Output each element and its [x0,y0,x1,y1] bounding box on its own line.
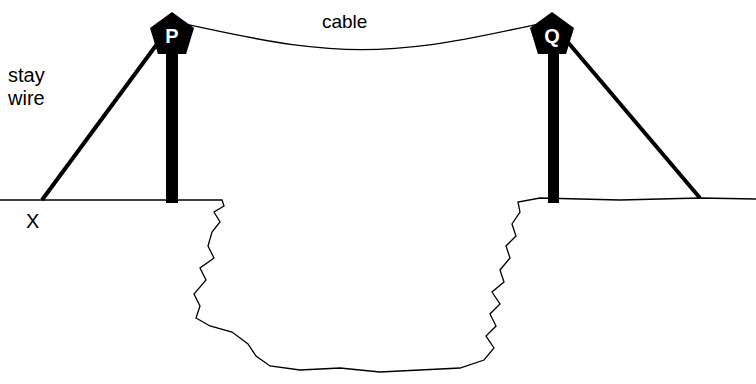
pentagon-outline [530,12,574,54]
part-name: stay wire [8,64,60,110]
gorge-outline [0,198,756,372]
pole-letter: P [165,26,178,46]
pole-top-pentagon: Q [530,12,574,54]
pole-top-pentagon: P [150,12,194,54]
point-label: X [26,210,56,233]
pole [166,48,178,203]
pole [548,48,559,203]
stay-wire [566,40,700,198]
pole-letter: Q [544,26,560,46]
pentagon-outline [150,12,194,54]
stay-wire [42,40,160,200]
cable-label: cable [320,11,369,33]
